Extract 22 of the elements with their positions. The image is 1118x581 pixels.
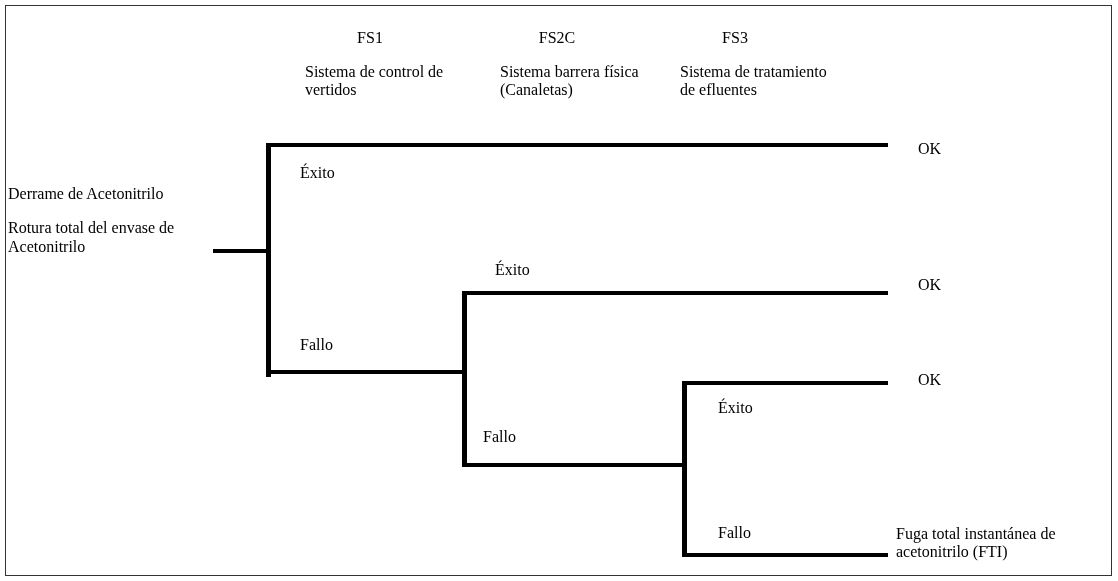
- event-heading: Derrame de Acetonitrilo: [8, 185, 165, 204]
- branch-line: [467, 291, 888, 295]
- branch-bar: [462, 291, 467, 467]
- branch-line: [271, 370, 462, 374]
- branch-line: [467, 463, 682, 467]
- column-description: Sistema barrera física (Canaletas): [500, 63, 640, 100]
- outcome-text: Fuga total instantánea de acetonitrilo (FTI): [896, 525, 1057, 562]
- branch-line: [213, 249, 266, 253]
- branch-line: [271, 143, 888, 147]
- event-description: Rotura total del envase de Acetonitrilo: [8, 219, 176, 257]
- branch-bar: [266, 143, 271, 377]
- column-heading: FS3: [721, 29, 749, 48]
- column-heading: FS2C: [537, 29, 577, 48]
- outcome-text: OK: [918, 140, 943, 159]
- outcome-text: OK: [918, 371, 943, 390]
- column-description: Sistema de tratamiento de efluentes: [680, 63, 828, 100]
- branch-bar: [682, 381, 687, 557]
- branch-line: [687, 553, 888, 557]
- column-description: Sistema de control de vertidos: [305, 63, 445, 100]
- branch-line: [687, 381, 888, 385]
- outcome-text: OK: [918, 276, 943, 295]
- column-heading: FS1: [356, 29, 384, 48]
